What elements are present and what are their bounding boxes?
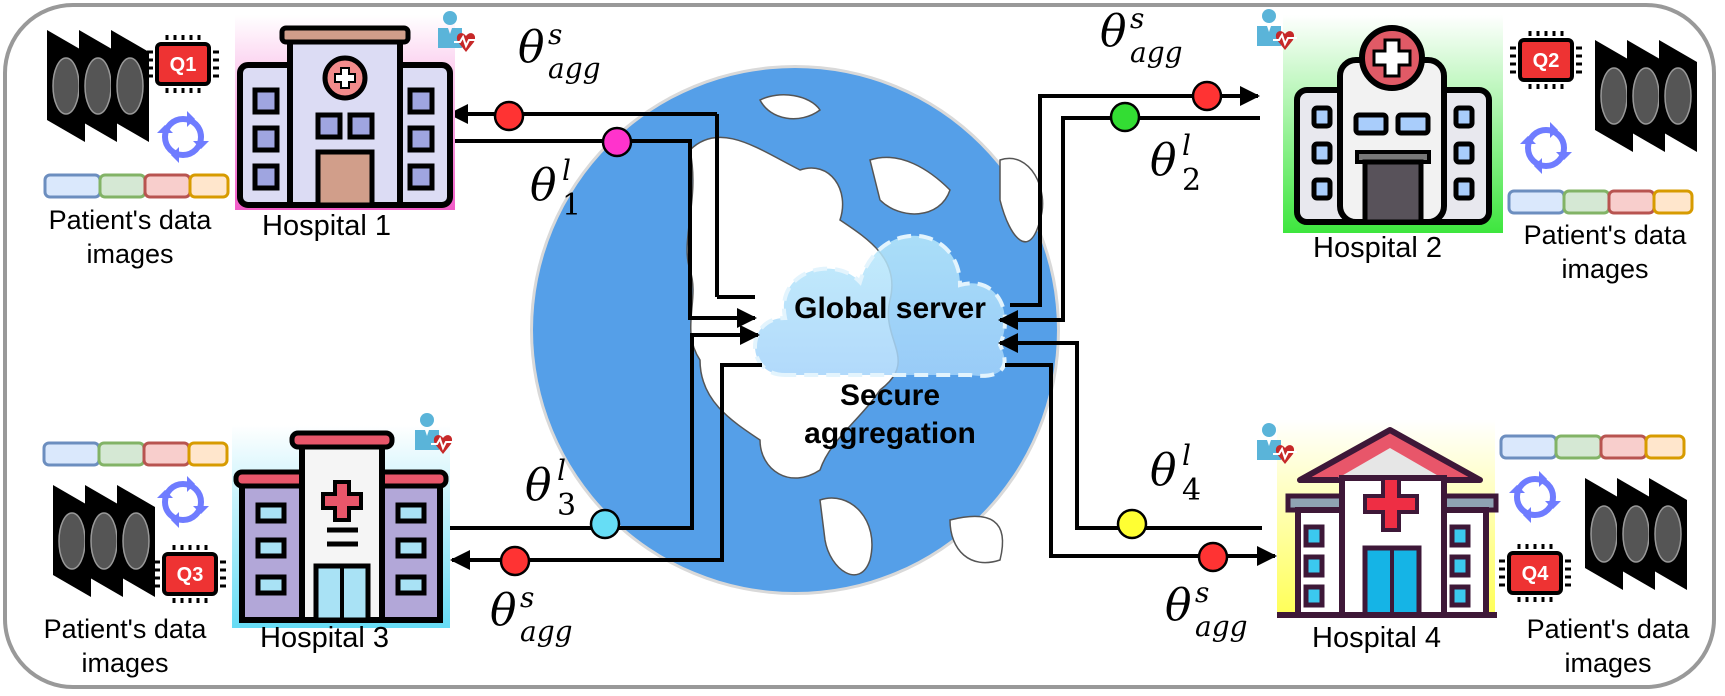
hospital-4-label: Hospital 4 [1312, 622, 1441, 654]
data-bar-icon-2 [1507, 189, 1694, 215]
sync-icon-2 [1520, 122, 1572, 174]
hospital-2-connectors [998, 86, 1260, 330]
hospital-2-icon [1283, 15, 1503, 233]
hospital-3-connectors [445, 325, 762, 570]
hospital-1-label: Hospital 1 [262, 210, 391, 242]
local-dot-hospital-4 [1116, 508, 1148, 540]
local-dot-hospital-1 [601, 126, 633, 158]
data-bar-icon-4 [1499, 434, 1686, 460]
local-dot-hospital-3 [589, 508, 621, 540]
hospital-1-icon [235, 15, 455, 210]
mri-brain-icon-4 [1585, 478, 1687, 590]
secure-aggregation-label: Secure aggregation [804, 379, 976, 450]
global-server-label: Global server [794, 292, 986, 325]
agg-dot-hospital-3 [499, 545, 531, 577]
hospital-3-label: Hospital 3 [260, 622, 389, 654]
parameter-dots [493, 80, 1229, 577]
diagram-frame [3, 3, 1716, 689]
mri-brain-icon-1 [47, 30, 149, 142]
chip-label-q4: Q4 [1522, 563, 1550, 585]
chip-label-q2: Q2 [1533, 50, 1560, 72]
chip-label-q1: Q1 [170, 54, 197, 76]
local-dot-hospital-2 [1109, 101, 1141, 133]
doctor-heart-icon-1 [437, 10, 479, 53]
sync-icon-4 [1509, 471, 1561, 523]
patient-data-label-2: Patient's data images [1523, 220, 1687, 284]
chip-label-q3: Q3 [177, 564, 204, 586]
hospital-3-icon [232, 425, 450, 628]
mri-brain-icon-3 [53, 485, 155, 597]
hospital-4-icon [1277, 420, 1499, 618]
hospital-4-connectors [998, 333, 1277, 566]
sync-icon-3 [157, 476, 209, 528]
agg-dot-hospital-2 [1191, 80, 1223, 112]
data-bar-icon-3 [42, 441, 229, 467]
hospital-2-label: Hospital 2 [1313, 232, 1442, 264]
agg-dot-hospital-1 [493, 100, 525, 132]
patient-data-label-3: Patient's data images [43, 614, 207, 678]
patient-data-label-1: Patient's data images [48, 205, 212, 269]
patient-data-label-4: Patient's data images [1526, 614, 1690, 678]
data-bar-icon-1 [43, 173, 230, 199]
agg-dot-hospital-4 [1197, 541, 1229, 573]
mri-brain-icon-2 [1595, 40, 1697, 152]
sync-icon-1 [157, 111, 209, 163]
